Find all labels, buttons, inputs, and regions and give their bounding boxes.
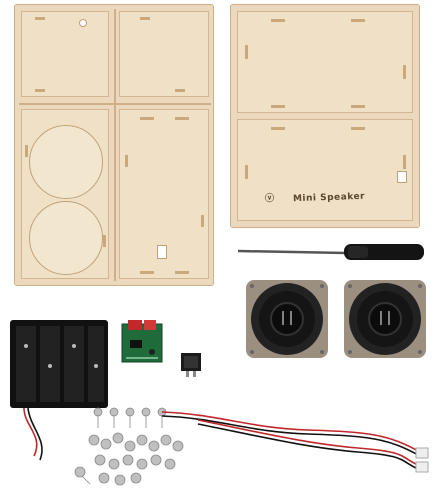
panel-cut-vertical [114,9,116,281]
speaker-right [344,280,426,358]
small-hole [79,19,87,27]
speaker-left [246,280,328,358]
rocker-switch [181,353,201,377]
speaker-wires [161,411,429,473]
speaker-cutout-upper [29,125,103,199]
battery-holder [10,320,108,461]
side-hole [397,171,407,183]
switch-hole [157,245,167,259]
box-piece-top-left [21,11,109,97]
bottom-panel [237,119,413,221]
screws [74,407,184,486]
box-piece-top-right [119,11,209,97]
left-wood-panel-sheet [14,4,214,286]
speaker-cutout-lower [29,201,103,275]
screwdriver [237,244,424,260]
panel-cut-horizontal [19,103,211,105]
amplifier-board [121,320,163,363]
top-panel [237,11,413,113]
logo-mark: ⓥ [265,194,275,204]
right-wood-panel-sheet: ⓥ Mini Speaker [230,4,420,228]
